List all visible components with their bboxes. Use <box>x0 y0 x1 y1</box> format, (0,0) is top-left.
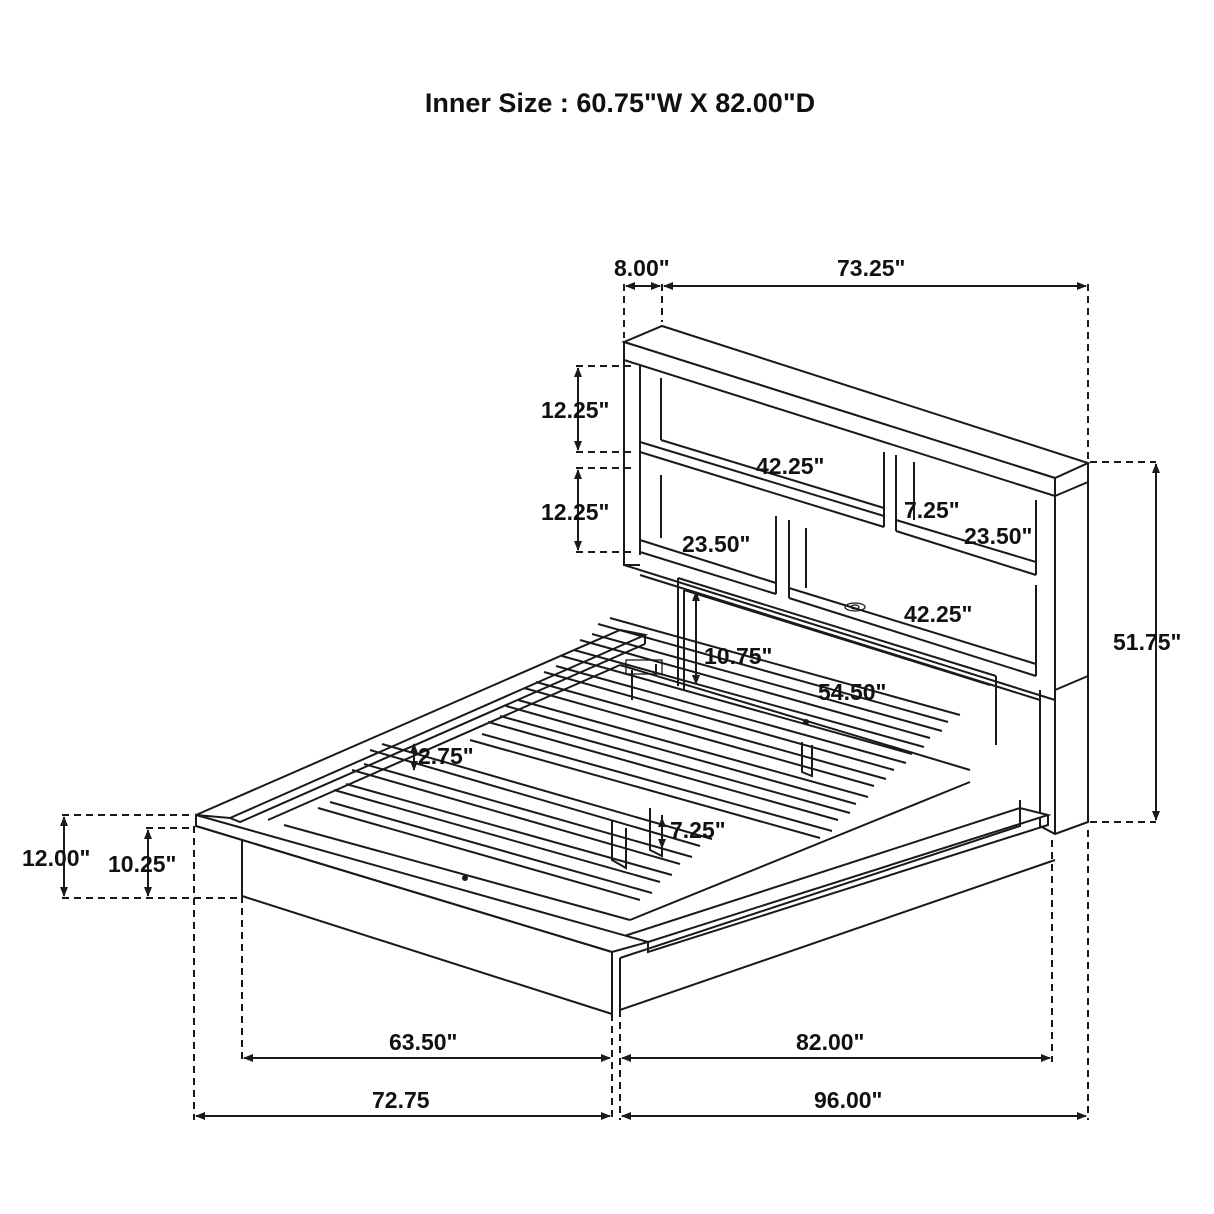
dimension-labels: 8.00" 73.25" 12.25" 12.25" 42.25" 7.25" … <box>22 255 1181 1113</box>
label-footboard-height: 12.00" <box>22 845 90 871</box>
label-rail-height: 10.25" <box>108 851 176 877</box>
label-left-lower-shelf: 23.50" <box>682 531 750 557</box>
label-lower-shelf-height: 12.25" <box>541 499 609 525</box>
label-right-upper-shelf: 23.50" <box>964 523 1032 549</box>
label-upper-shelf-width: 42.25" <box>756 453 824 479</box>
label-leg-height: 7.25" <box>670 817 726 843</box>
headboard <box>621 324 1091 836</box>
label-divider-gap: 7.25" <box>904 497 960 523</box>
label-headboard-depth: 8.00" <box>614 255 670 281</box>
label-slat-gap: 2.75" <box>418 743 474 769</box>
slats <box>317 617 961 901</box>
label-lower-shelf-width: 42.25" <box>904 601 972 627</box>
diagram-title: Inner Size : 60.75"W X 82.00"D <box>424 88 816 118</box>
label-inner-width: 63.50" <box>389 1029 457 1055</box>
label-upper-shelf-height: 12.25" <box>541 397 609 423</box>
bed-frame <box>195 617 1056 1015</box>
label-overall-length: 96.00" <box>814 1087 882 1113</box>
label-inner-length: 82.00" <box>796 1029 864 1055</box>
label-overall-height: 51.75" <box>1113 629 1181 655</box>
label-headboard-width: 73.25" <box>837 255 905 281</box>
label-panel-height: 10.75" <box>704 643 772 669</box>
label-panel-width: 54.50" <box>818 679 886 705</box>
dimension-lines <box>60 282 1160 1120</box>
label-overall-width: 72.75 <box>372 1087 430 1113</box>
